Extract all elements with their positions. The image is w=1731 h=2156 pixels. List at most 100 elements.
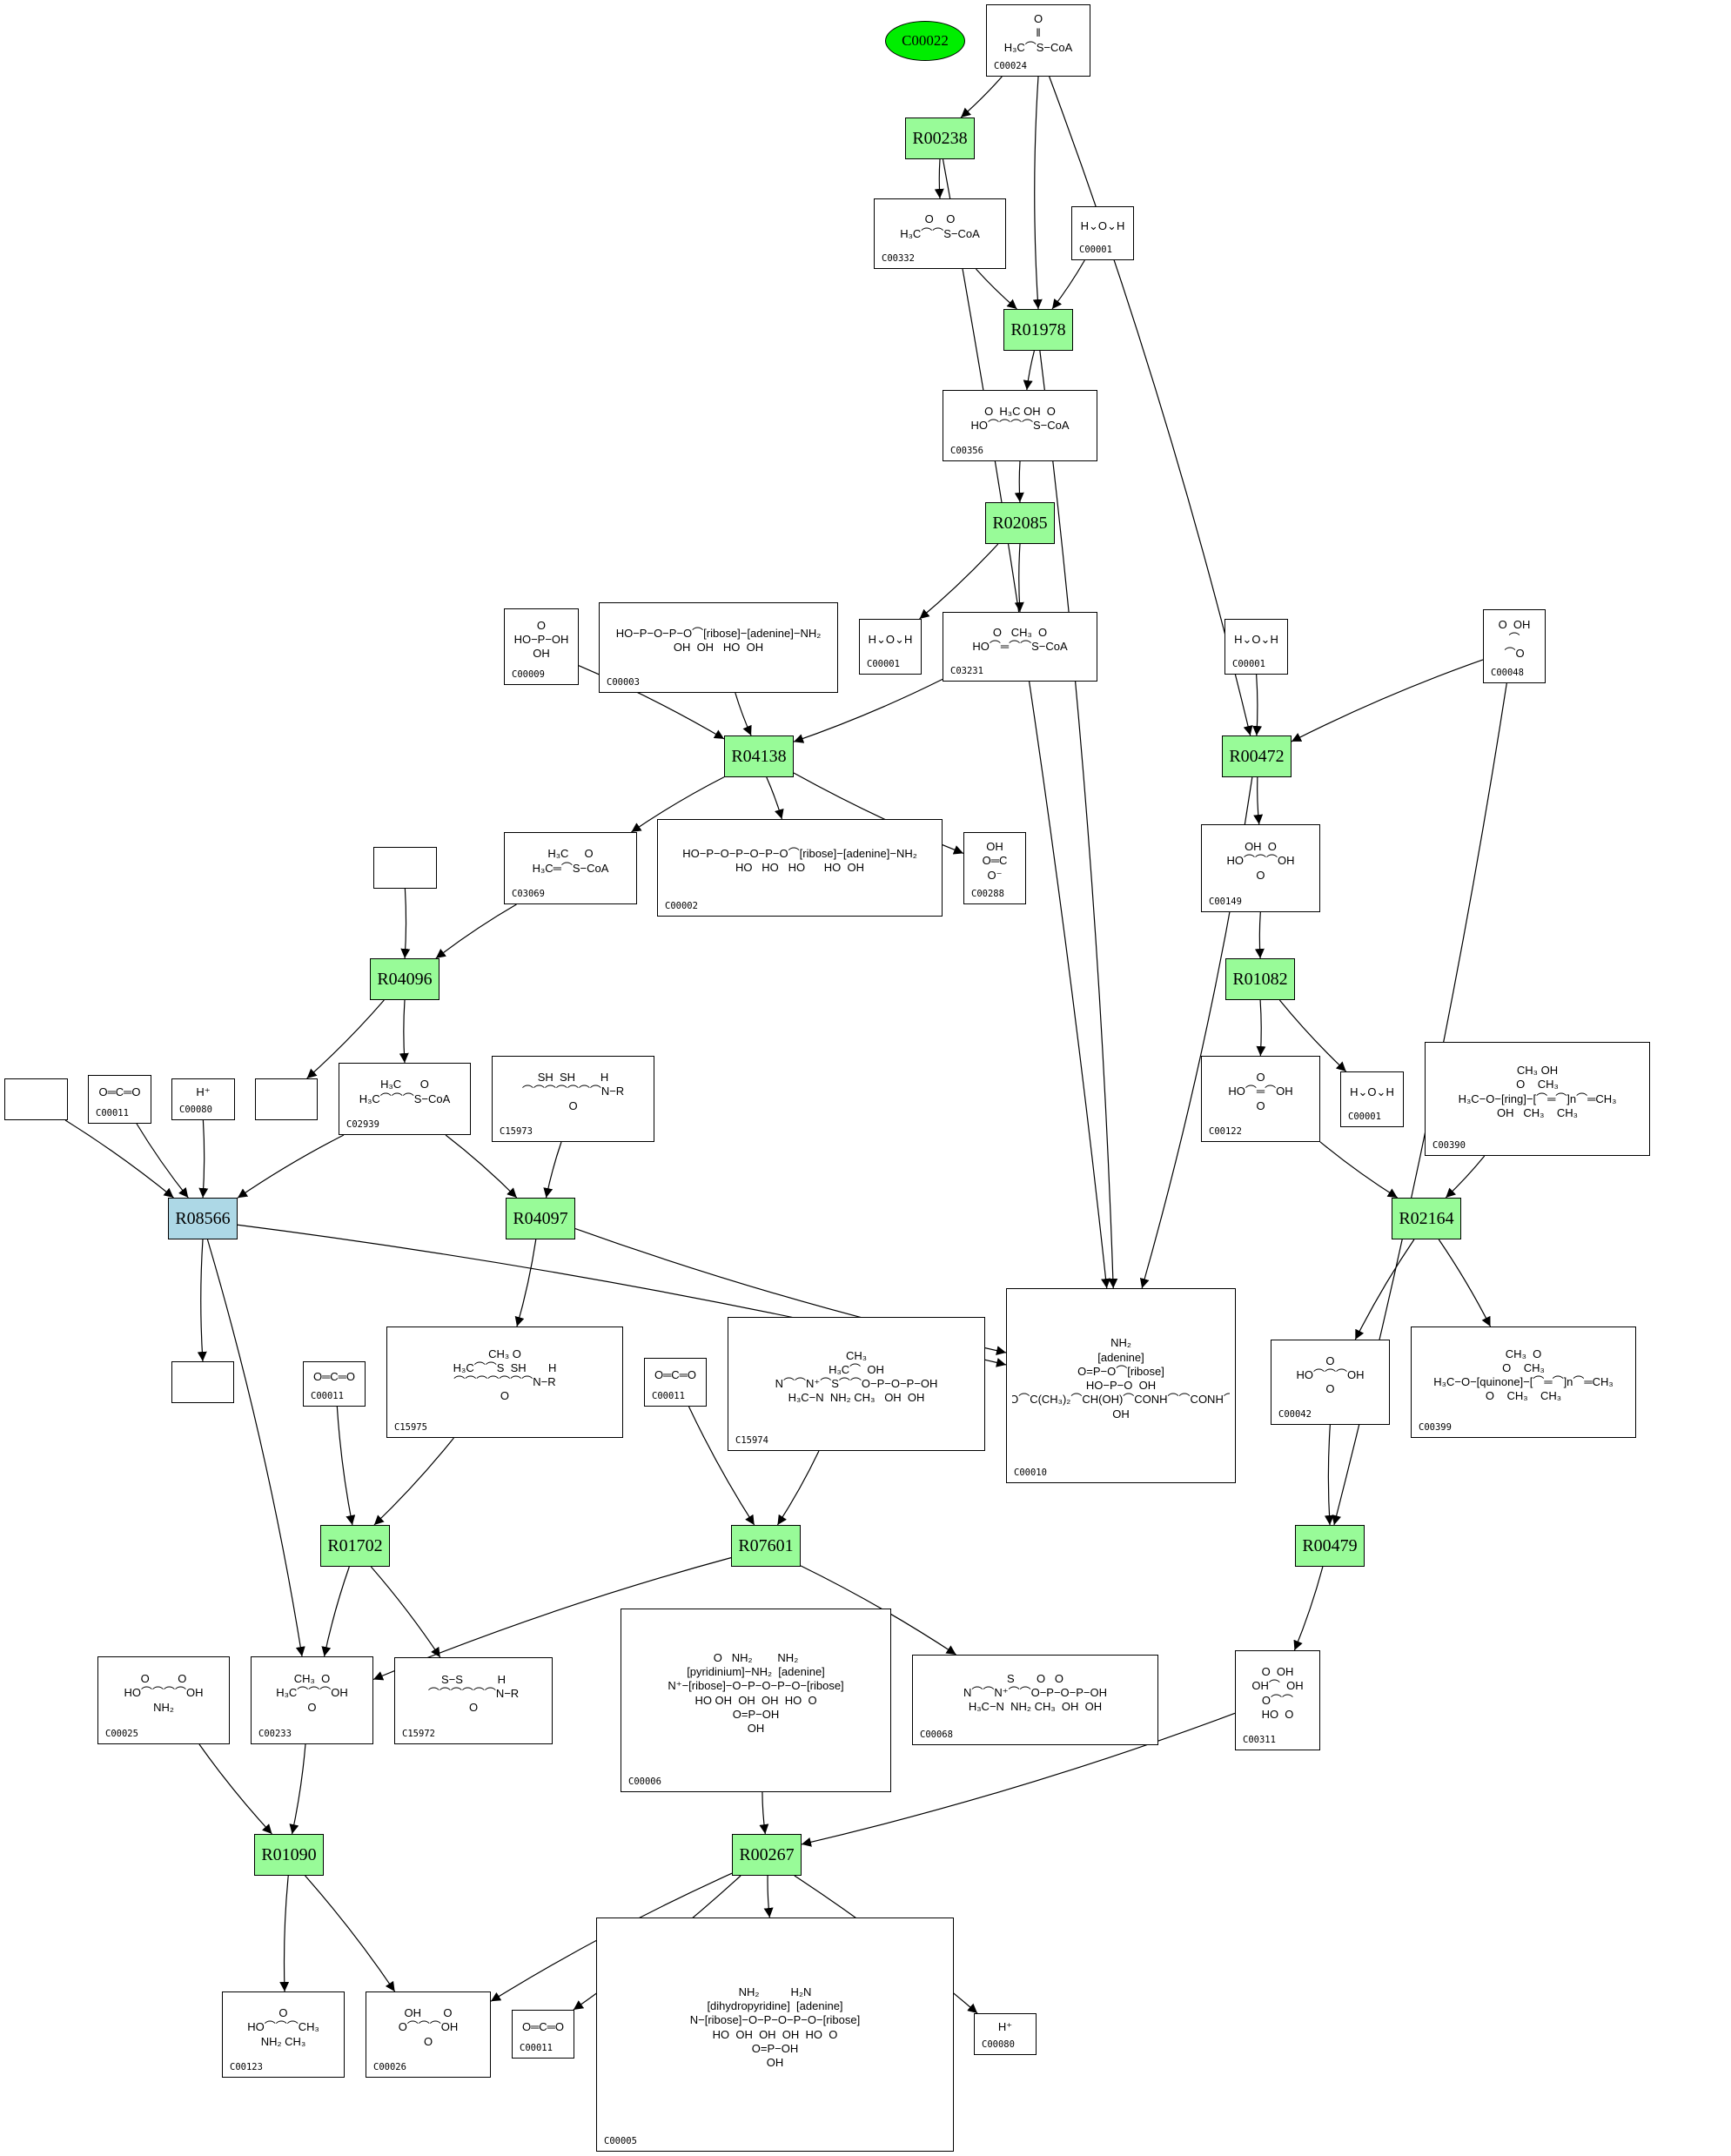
- compound-id-label: C00010: [1014, 1468, 1047, 1478]
- compound-c00006[interactable]: O NH₂ NH₂ [pyridinium]−NH₂ [adenine] N⁺−…: [621, 1609, 891, 1792]
- reaction-r00238[interactable]: R00238: [905, 118, 975, 159]
- edge-R01978-to-c00356: [1023, 350, 1036, 391]
- structure-drawing: OH O O⌒⌒⌒OH O: [398, 2006, 459, 2048]
- reaction-r00479[interactable]: R00479: [1295, 1525, 1365, 1567]
- compound-id-label: C00123: [230, 2062, 263, 2072]
- compound-c00390[interactable]: CH₃ OH O CH₃ H₃C−O−[ring]−[⌒═⌒]n⌒═CH₃ OH…: [1425, 1042, 1650, 1156]
- structure-drawing: H⌄O⌄H: [1350, 1085, 1394, 1098]
- structure-drawing: O OH OH⌒ OH O⌒⌒ HO O: [1251, 1665, 1304, 1721]
- compound-c00002[interactable]: HO−P−O−P−O−P−O⌒[ribose]−[adenine]−NH₂ HO…: [657, 819, 943, 917]
- edge-c00025-to-R01090: [198, 1743, 272, 1835]
- compound-c15974[interactable]: CH₃ H₃C⌒ OH N⌒⌒N⁺⌒S⌒⌒O−P−O−P−OH H₃C−N NH…: [728, 1317, 985, 1451]
- compound-c00080[interactable]: H⁺C00080: [171, 1078, 235, 1120]
- compound-id-label: C00390: [1432, 1140, 1466, 1151]
- compound-id-label: C00001: [1232, 659, 1265, 669]
- compound-id-label: C00025: [105, 1729, 138, 1739]
- compound-c00003[interactable]: HO−P−O−P−O⌒[ribose]−[adenine]−NH₂ OH OH …: [599, 602, 838, 693]
- compound-unlabeled[interactable]: [255, 1078, 318, 1120]
- edge-R00479-to-c00311: [1293, 1566, 1324, 1651]
- compound-id-label: C00024: [994, 61, 1027, 71]
- compound-id-label: C00080: [982, 2039, 1015, 2050]
- structure-drawing: HO−P−O−P−O−P−O⌒[ribose]−[adenine]−NH₂ HO…: [682, 846, 917, 874]
- edge-R00267-to-c00005: [763, 1875, 774, 1918]
- compound-c00011[interactable]: O═C═O C00011: [88, 1075, 151, 1124]
- compound-c00024[interactable]: O ‖ H₃C⌒S−CoA C00024: [986, 4, 1090, 77]
- compound-id-label: C15975: [394, 1422, 427, 1433]
- compound-unlabeled[interactable]: [171, 1361, 234, 1403]
- reaction-r02164[interactable]: R02164: [1392, 1198, 1461, 1239]
- reaction-r02085[interactable]: R02085: [985, 502, 1055, 544]
- structure-drawing: O═C═O: [98, 1085, 141, 1098]
- compound-id-label: C00011: [520, 2043, 553, 2053]
- reaction-r01702[interactable]: R01702: [320, 1525, 390, 1567]
- edge-c00024-to-R01978: [1032, 76, 1043, 310]
- structure-drawing: O ‖ H₃C⌒S−CoA: [1003, 12, 1073, 54]
- edge-R01978-to-c00010: [1039, 350, 1118, 1289]
- edge-c00332-to-R01978: [975, 268, 1017, 310]
- compound-c00005[interactable]: NH₂ H₂N [dihydropyridine] [adenine] N−[r…: [596, 1918, 954, 2152]
- compound-id-label: C00001: [867, 659, 900, 669]
- compound-unlabeled[interactable]: [4, 1078, 68, 1120]
- compound-unlabeled[interactable]: [373, 847, 437, 889]
- edge-c00048-to-R00472: [1291, 659, 1484, 742]
- compound-c00010[interactable]: NH₂ [adenine] O=P−O⌒[ribose] HO−P−O OH O…: [1006, 1288, 1236, 1483]
- reaction-r07601[interactable]: R07601: [731, 1525, 801, 1567]
- edge-c00356-to-R02085: [1014, 460, 1024, 503]
- reaction-r00472[interactable]: R00472: [1222, 735, 1292, 777]
- compound-id-label: C00011: [311, 1391, 344, 1401]
- structure-drawing: SH SH H ⌒⌒⌒⌒⌒⌒⌒N−R O: [521, 1071, 625, 1112]
- compound-c00068[interactable]: S O O N⌒⌒N⁺⌒⌒O−P−O−P−OH H₃C−N NH₂ CH₃ OH…: [912, 1655, 1158, 1745]
- reaction-r08566-highlighted[interactable]: R08566: [168, 1198, 238, 1239]
- edge-c15973-to-R04097: [543, 1141, 562, 1199]
- edge-c00001c-to-R00472: [1252, 674, 1263, 736]
- edge-c00011a-to-R08566: [136, 1123, 189, 1199]
- edge-R07601-to-c00068: [800, 1565, 956, 1656]
- edge-R00472-to-c00149: [1253, 776, 1264, 825]
- compound-c00288[interactable]: OH O═C O⁻C00288: [963, 832, 1026, 904]
- edge-c03231-to-R04138: [793, 678, 943, 743]
- compound-c00399[interactable]: CH₃ O O CH₃ H₃C−O−[quinone]−[⌒═⌒]n⌒═CH₃ …: [1411, 1327, 1636, 1438]
- start-compound-c00022[interactable]: C00022: [885, 21, 965, 61]
- reaction-r04097[interactable]: R04097: [506, 1198, 575, 1239]
- reaction-r01978[interactable]: R01978: [1003, 309, 1073, 351]
- reaction-r01090[interactable]: R01090: [254, 1834, 324, 1876]
- compound-id-label: C00011: [96, 1108, 129, 1118]
- compound-id-label: C03069: [512, 889, 545, 899]
- reaction-r01082[interactable]: R01082: [1225, 958, 1295, 1000]
- edge-c00149-to-R01082: [1254, 911, 1265, 959]
- reaction-r00267[interactable]: R00267: [732, 1834, 802, 1876]
- compound-id-label: C00068: [920, 1730, 953, 1740]
- reaction-r04138[interactable]: R04138: [724, 735, 794, 777]
- structure-drawing: CH₃ O O CH₃ H₃C−O−[quinone]−[⌒═⌒]n⌒═CH₃ …: [1433, 1347, 1614, 1403]
- compound-c00080[interactable]: H⁺C00080: [974, 2013, 1037, 2055]
- compound-id-label: C00002: [665, 901, 698, 911]
- reaction-r04096[interactable]: R04096: [370, 958, 439, 1000]
- structure-drawing: H⌄O⌄H: [1080, 218, 1125, 232]
- edge-c02939-to-R04097: [445, 1134, 518, 1199]
